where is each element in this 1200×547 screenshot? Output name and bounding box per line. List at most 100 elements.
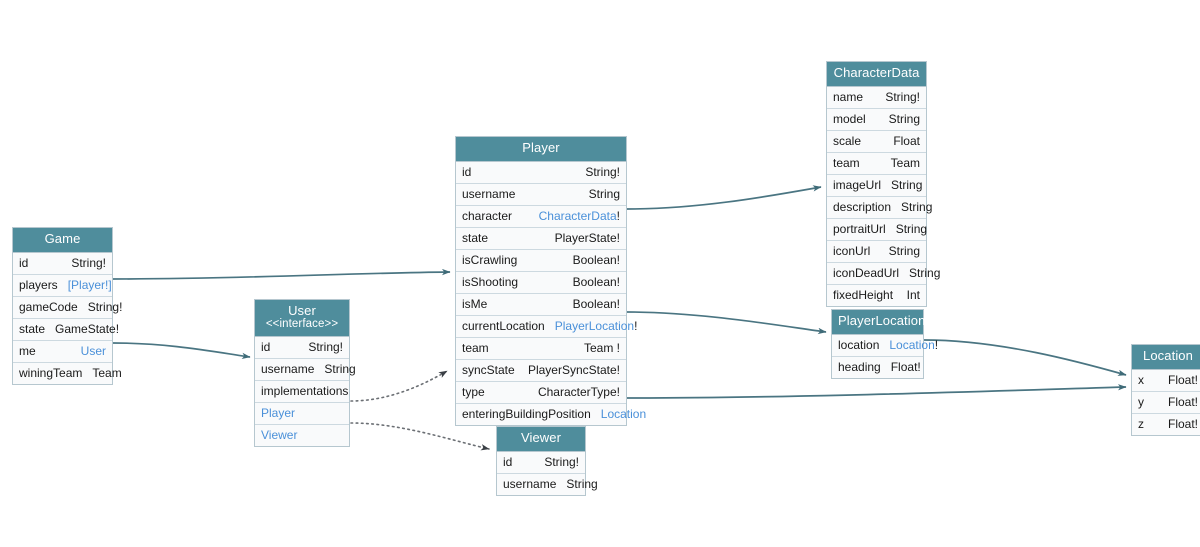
field-name: x: [1138, 372, 1144, 387]
field-row[interactable]: iconUrl String: [827, 240, 926, 263]
field-row[interactable]: location Location!: [832, 334, 938, 357]
field-type: String: [895, 221, 928, 236]
field-name: iconUrl: [833, 243, 871, 258]
entity-user-stereotype: <<interface>>: [265, 317, 339, 330]
field-type: String!: [71, 255, 106, 270]
edge-game-me-to-user: [112, 342, 251, 360]
field-type-bang: !: [634, 318, 638, 333]
field-row[interactable]: model String: [827, 108, 926, 131]
field-row[interactable]: username String: [497, 473, 598, 495]
field-type: String: [888, 111, 920, 126]
field-row[interactable]: imageUrl String: [827, 174, 926, 197]
field-row[interactable]: winingTeam Team: [13, 362, 122, 384]
field-type[interactable]: Location!: [879, 338, 938, 352]
field-type: String: [901, 199, 933, 214]
entity-user[interactable]: User <<interface>> id String! username S…: [254, 299, 356, 447]
field-row[interactable]: state PlayerState!: [456, 227, 626, 250]
field-row[interactable]: id String!: [13, 252, 112, 275]
field-row[interactable]: state GameState!: [13, 318, 119, 341]
field-row[interactable]: scale Float: [827, 130, 926, 153]
field-type-name: Location: [889, 337, 935, 352]
field-row[interactable]: heading Float!: [832, 356, 923, 378]
field-type[interactable]: [Player!]: [67, 277, 112, 292]
implementation-name[interactable]: Player: [261, 405, 296, 420]
entity-player[interactable]: Player id String! username String charac…: [455, 136, 646, 426]
field-row[interactable]: y Float!: [1132, 391, 1200, 414]
field-type[interactable]: Location: [600, 406, 647, 421]
field-type: Float!: [1167, 416, 1198, 431]
entity-location[interactable]: Location x Float! y Float! z Float!: [1131, 344, 1200, 436]
implementation-row-player[interactable]: Player: [255, 402, 349, 425]
field-row[interactable]: isCrawling Boolean!: [456, 249, 626, 272]
entity-location-title: Location: [1132, 345, 1200, 370]
field-type[interactable]: CharacterData!: [529, 209, 620, 223]
field-row[interactable]: team Team: [827, 152, 926, 175]
field-row[interactable]: gameCode String!: [13, 296, 122, 319]
edge-player-enteringbuildingposition-to-location: [626, 384, 1127, 399]
field-name: syncState: [462, 362, 515, 377]
field-type: Boolean!: [572, 274, 620, 289]
field-row[interactable]: type CharacterType!: [456, 381, 626, 404]
entity-characterdata[interactable]: CharacterData name String! model String …: [826, 61, 940, 307]
field-name: iconDeadUrl: [833, 265, 900, 280]
field-row[interactable]: me User: [13, 340, 112, 363]
field-row[interactable]: id String!: [255, 336, 349, 359]
field-row[interactable]: currentLocation PlayerLocation!: [456, 315, 637, 338]
field-type: Team !: [583, 340, 620, 355]
entity-viewer-title: Viewer: [497, 427, 585, 452]
edge-player-character-to-characterdata: [626, 185, 822, 210]
entity-user-title: User <<interface>>: [255, 300, 349, 337]
field-name: heading: [838, 359, 881, 374]
field-name: state: [19, 321, 46, 336]
field-row[interactable]: players [Player!]: [13, 274, 112, 297]
field-row[interactable]: username String: [255, 358, 356, 381]
field-name: isMe: [462, 296, 488, 311]
implementations-header: implementations: [255, 380, 349, 403]
field-name: portraitUrl: [833, 221, 886, 236]
field-row[interactable]: isMe Boolean!: [456, 293, 626, 316]
field-type: Int: [906, 287, 920, 302]
field-type-name: PlayerLocation: [554, 318, 635, 333]
entity-playerlocation[interactable]: PlayerLocation location Location! headin…: [831, 309, 938, 379]
field-type-name: CharacterData: [538, 208, 617, 223]
edge-game-players-to-player: [112, 268, 451, 280]
field-type[interactable]: PlayerLocation!: [545, 319, 638, 333]
field-name: isCrawling: [462, 252, 518, 267]
field-row[interactable]: id String!: [497, 451, 585, 474]
field-row[interactable]: fixedHeight Int: [827, 284, 926, 306]
field-row[interactable]: character CharacterData!: [456, 205, 626, 228]
field-row[interactable]: name String!: [827, 86, 926, 109]
field-row[interactable]: description String: [827, 196, 932, 219]
field-name: team: [833, 155, 860, 170]
field-name: y: [1138, 394, 1144, 409]
field-name: model: [833, 111, 866, 126]
field-row[interactable]: z Float!: [1132, 413, 1200, 435]
field-type: Float!: [1167, 394, 1198, 409]
field-row[interactable]: portraitUrl String: [827, 218, 928, 241]
field-row[interactable]: enteringBuildingPosition Location: [456, 403, 646, 425]
field-name: name: [833, 89, 864, 104]
field-type: CharacterType!: [537, 384, 620, 399]
field-name: username: [261, 361, 315, 376]
field-name: type: [462, 384, 485, 399]
implementation-name[interactable]: Viewer: [261, 427, 298, 442]
field-row[interactable]: id String!: [456, 161, 626, 184]
field-type: Boolean!: [572, 252, 620, 267]
field-row[interactable]: username String: [456, 183, 626, 206]
field-row[interactable]: isShooting Boolean!: [456, 271, 626, 294]
field-row[interactable]: x Float!: [1132, 369, 1200, 392]
field-name: imageUrl: [833, 177, 882, 192]
implementation-row-viewer[interactable]: Viewer: [255, 424, 349, 446]
field-row[interactable]: syncState PlayerSyncState!: [456, 359, 626, 382]
entity-game[interactable]: Game id String! players [Player!] gameCo…: [12, 227, 122, 385]
field-name: gameCode: [19, 299, 78, 314]
field-type[interactable]: User: [80, 343, 106, 358]
field-type: String!: [885, 89, 920, 104]
field-type: String: [909, 265, 941, 280]
entity-viewer[interactable]: Viewer id String! username String: [496, 426, 598, 496]
field-row[interactable]: team Team !: [456, 337, 626, 360]
field-type: String!: [544, 454, 579, 469]
edge-user-implements-viewer: [350, 422, 490, 451]
field-row[interactable]: iconDeadUrl String: [827, 262, 940, 285]
entity-playerlocation-title: PlayerLocation: [832, 310, 925, 335]
